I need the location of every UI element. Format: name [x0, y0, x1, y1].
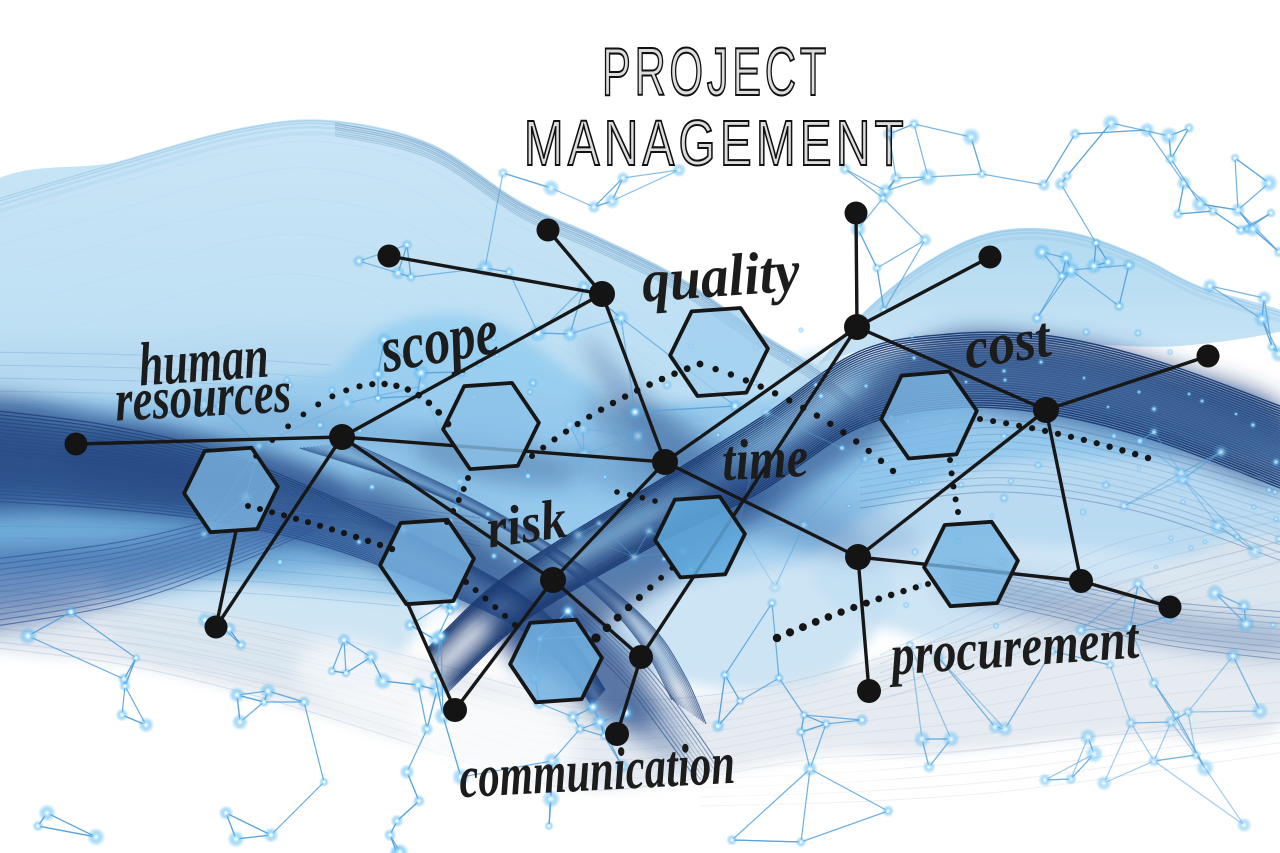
svg-text:communication: communication	[457, 730, 736, 810]
svg-text:MANAGEMENT: MANAGEMENT	[524, 107, 908, 179]
svg-text:risk: risk	[483, 488, 571, 561]
svg-text:resources: resources	[113, 358, 292, 433]
svg-text:PROJECT: PROJECT	[602, 34, 830, 110]
svg-text:quality: quality	[639, 238, 802, 315]
svg-text:human: human	[136, 323, 270, 400]
svg-text:time: time	[720, 424, 809, 493]
svg-text:cost: cost	[959, 304, 1056, 382]
